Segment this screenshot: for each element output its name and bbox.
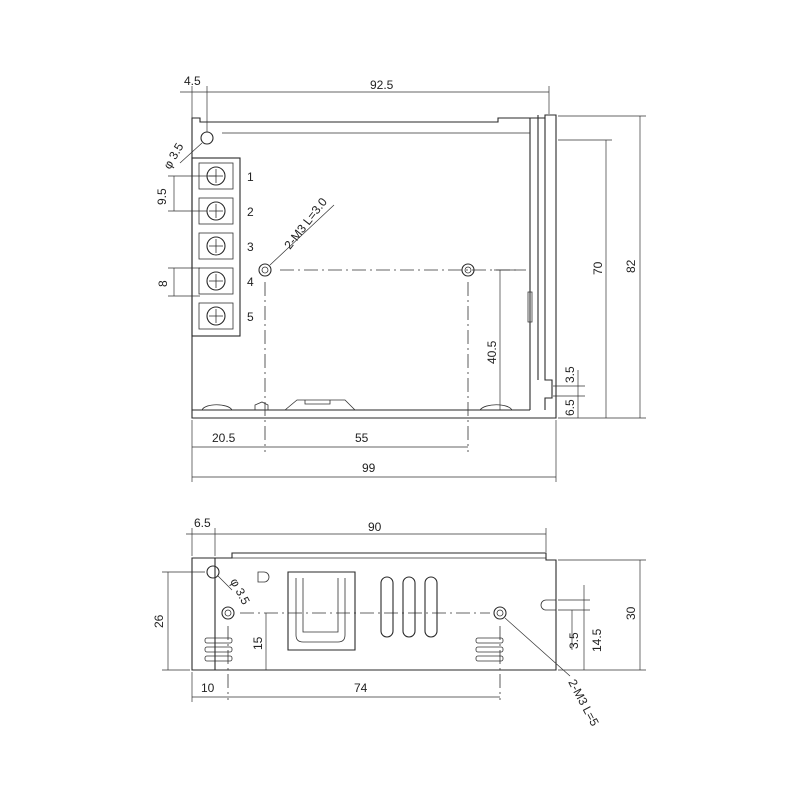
side-dim-right: 30 3.5 14.5 (558, 559, 646, 671)
side-chassis-outline (191, 552, 557, 671)
top-dim-99: 99 (362, 461, 376, 475)
side-vent-1 (380, 576, 394, 638)
terminal-number-3: 3 (247, 240, 254, 254)
terminal-block (191, 157, 241, 337)
side-dim-90: 90 (368, 520, 382, 534)
side-louvres-left (204, 637, 233, 662)
top-dim-40-5: 40.5 (485, 269, 526, 410)
top-dim-40-5-text: 40.5 (485, 340, 499, 364)
side-dim-74: 74 (354, 681, 368, 695)
top-dim-pitch: 9.5 (155, 175, 216, 212)
top-corner-hole (200, 131, 214, 145)
top-dim-top: 4.5 92.5 (180, 74, 550, 132)
top-dim-8: 8 (156, 280, 170, 287)
side-clip-outer (287, 571, 356, 651)
side-vent-2 (402, 576, 416, 638)
side-hole-dia: φ 3.5 (227, 576, 253, 607)
top-view: 1 2 3 4 5 4.5 92.5 φ 3.5 (155, 74, 646, 482)
top-dim-55: 55 (355, 431, 369, 445)
side-vent-3 (424, 576, 438, 638)
top-right-flange (529, 115, 553, 410)
side-screw-leader (504, 617, 571, 677)
terminal-4 (198, 267, 234, 295)
terminal-3 (198, 232, 234, 260)
side-dim-10: 10 (201, 681, 215, 695)
side-dim-26-text: 26 (152, 614, 166, 628)
side-dim-top: 6.5 90 (186, 516, 547, 556)
top-screw-hole-left (258, 263, 272, 277)
side-view: 6.5 90 φ 3.5 26 15 30 3.5 (152, 516, 646, 729)
top-screw-leader (269, 204, 335, 266)
side-hole-leader (217, 575, 233, 591)
top-dim-right: 70 82 (558, 115, 646, 419)
side-screw-note: 2-M3 L=5 (565, 677, 601, 729)
terminal-numbers: 1 2 3 4 5 (247, 170, 254, 324)
top-dim-82: 82 (624, 259, 638, 273)
side-louvres-right (475, 637, 504, 662)
top-chassis-outline (191, 114, 557, 419)
top-side-clip (527, 291, 533, 323)
top-dim-20-5: 20.5 (212, 431, 236, 445)
side-dim-15: 15 (251, 613, 267, 670)
terminal-number-4: 4 (247, 275, 254, 289)
side-dim-3-5: 3.5 (567, 632, 581, 649)
top-hole-dia: φ 3.5 (160, 140, 186, 171)
terminal-number-2: 2 (247, 205, 254, 219)
top-bottom-tab-right (479, 404, 513, 411)
side-screw-hole-right-inner (496, 609, 504, 617)
top-dim-3-5: 3.5 (563, 366, 577, 383)
top-dim-92-5: 92.5 (370, 78, 394, 92)
side-dim-26: 26 (152, 571, 205, 671)
top-bottom-tab-mid (254, 401, 269, 410)
side-clip-inner (295, 578, 346, 643)
side-right-slot (540, 599, 556, 611)
terminal-screws (198, 162, 234, 330)
terminal-number-5: 5 (247, 310, 254, 324)
top-bottom-tab-left (201, 404, 233, 411)
top-dim-4-5: 4.5 (184, 74, 201, 88)
top-screw-hole-left-inner (261, 266, 269, 274)
side-screw-hole-left-inner (224, 609, 232, 617)
top-dim-bottom: 20.5 55 99 (191, 420, 557, 482)
top-dim-6-5: 6.5 (563, 399, 577, 416)
top-dim-9-5: 9.5 (155, 188, 169, 205)
side-corner-hole (206, 565, 220, 579)
side-dim-6-5: 6.5 (194, 516, 211, 530)
side-screw-hole-right (493, 606, 507, 620)
top-dim-slot: 3.5 6.5 (553, 366, 585, 418)
top-hole-leader (179, 142, 203, 164)
top-dim-terminal-pitch: 8 (156, 267, 200, 297)
side-dim-30: 30 (624, 606, 638, 620)
side-dim-bottom: 10 74 (191, 672, 500, 702)
top-screw-hole-right-inner (464, 266, 472, 274)
side-screw-hole-left (221, 606, 235, 620)
terminal-5 (198, 302, 234, 330)
side-dim-14-5: 14.5 (590, 628, 604, 652)
side-dim-15-text: 15 (251, 636, 265, 650)
top-dim-70: 70 (591, 261, 605, 275)
top-bottom-clip (284, 399, 356, 411)
top-screw-note: 2-M3 L=3.0 (281, 195, 330, 252)
terminal-number-1: 1 (247, 170, 254, 184)
side-d-indicator (257, 571, 270, 583)
